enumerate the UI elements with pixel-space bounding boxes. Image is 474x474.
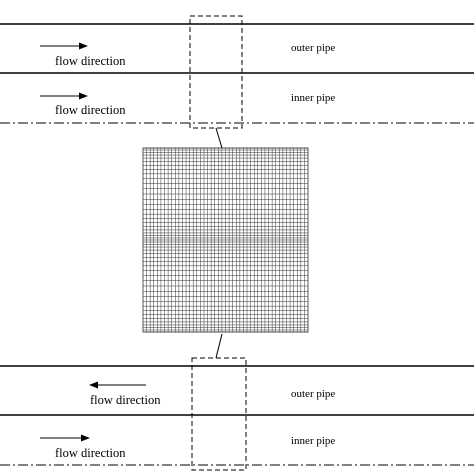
flow-arrow-icon bbox=[40, 92, 88, 100]
outer-pipe-label: outer pipe bbox=[291, 42, 335, 54]
computational-mesh bbox=[142, 147, 309, 333]
bottom-detail-region bbox=[191, 357, 247, 471]
bottom-section: flow direction flow direction outer pipe… bbox=[0, 357, 474, 471]
top-section: flow direction flow direction outer pipe… bbox=[0, 15, 474, 129]
top-detail-connector bbox=[215, 127, 223, 149]
inner-pipe-label: inner pipe bbox=[291, 92, 335, 104]
flow-arrow-left-icon bbox=[89, 381, 146, 389]
top-detail-region bbox=[189, 15, 243, 129]
flow-arrow-icon bbox=[40, 434, 90, 442]
flow-direction-label: flow direction bbox=[90, 393, 161, 407]
flow-arrow-icon bbox=[40, 42, 88, 50]
flow-direction-label: flow direction bbox=[55, 103, 126, 117]
inner-pipe-label: inner pipe bbox=[291, 435, 335, 447]
flow-direction-label: flow direction bbox=[55, 446, 126, 460]
outer-pipe-label: outer pipe bbox=[291, 388, 335, 400]
flow-direction-label: flow direction bbox=[55, 54, 126, 68]
bottom-detail-connector bbox=[215, 333, 223, 359]
